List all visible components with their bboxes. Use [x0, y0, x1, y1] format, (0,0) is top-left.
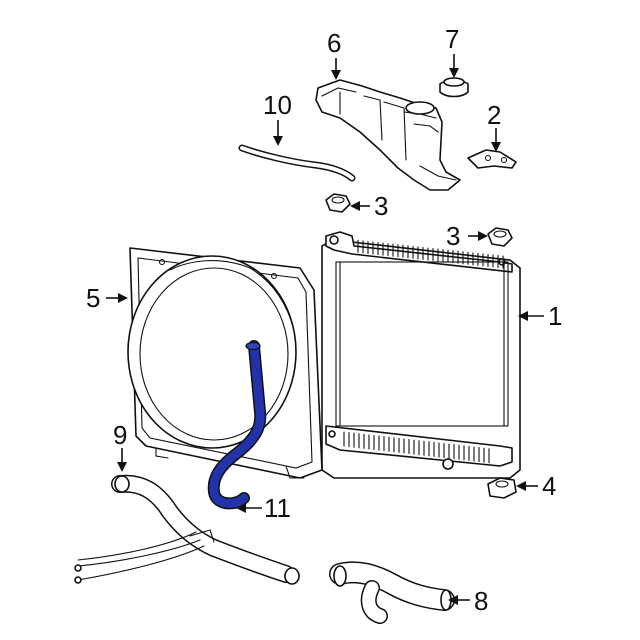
callout-8: 8 — [474, 586, 488, 616]
callout-11: 11 — [264, 493, 291, 523]
callout-labels: 1 2 3 3 4 5 6 7 8 9 10 11 — [86, 24, 562, 616]
cap — [439, 77, 469, 98]
callout-7: 7 — [445, 24, 459, 54]
radiator — [321, 231, 521, 479]
fan-shroud — [127, 247, 323, 479]
insulator-right — [487, 227, 513, 247]
callout-6: 6 — [327, 28, 341, 58]
bracket — [467, 149, 517, 169]
reservoir — [315, 79, 461, 191]
callout-2: 2 — [487, 100, 501, 130]
lower-insulator — [487, 477, 517, 499]
callout-leaders — [106, 54, 544, 605]
insulator-left — [325, 193, 351, 213]
upper-hose — [74, 474, 300, 585]
callout-9: 9 — [113, 420, 127, 450]
callout-4: 4 — [542, 471, 556, 501]
callout-10: 10 — [263, 90, 292, 120]
overflow-hose — [238, 144, 356, 182]
callout-3-left: 3 — [374, 191, 388, 221]
callout-1: 1 — [548, 301, 562, 331]
lower-hose — [329, 561, 455, 624]
callout-5: 5 — [86, 283, 100, 313]
highlighted-hose — [207, 340, 267, 510]
callout-3-right: 3 — [446, 221, 460, 251]
